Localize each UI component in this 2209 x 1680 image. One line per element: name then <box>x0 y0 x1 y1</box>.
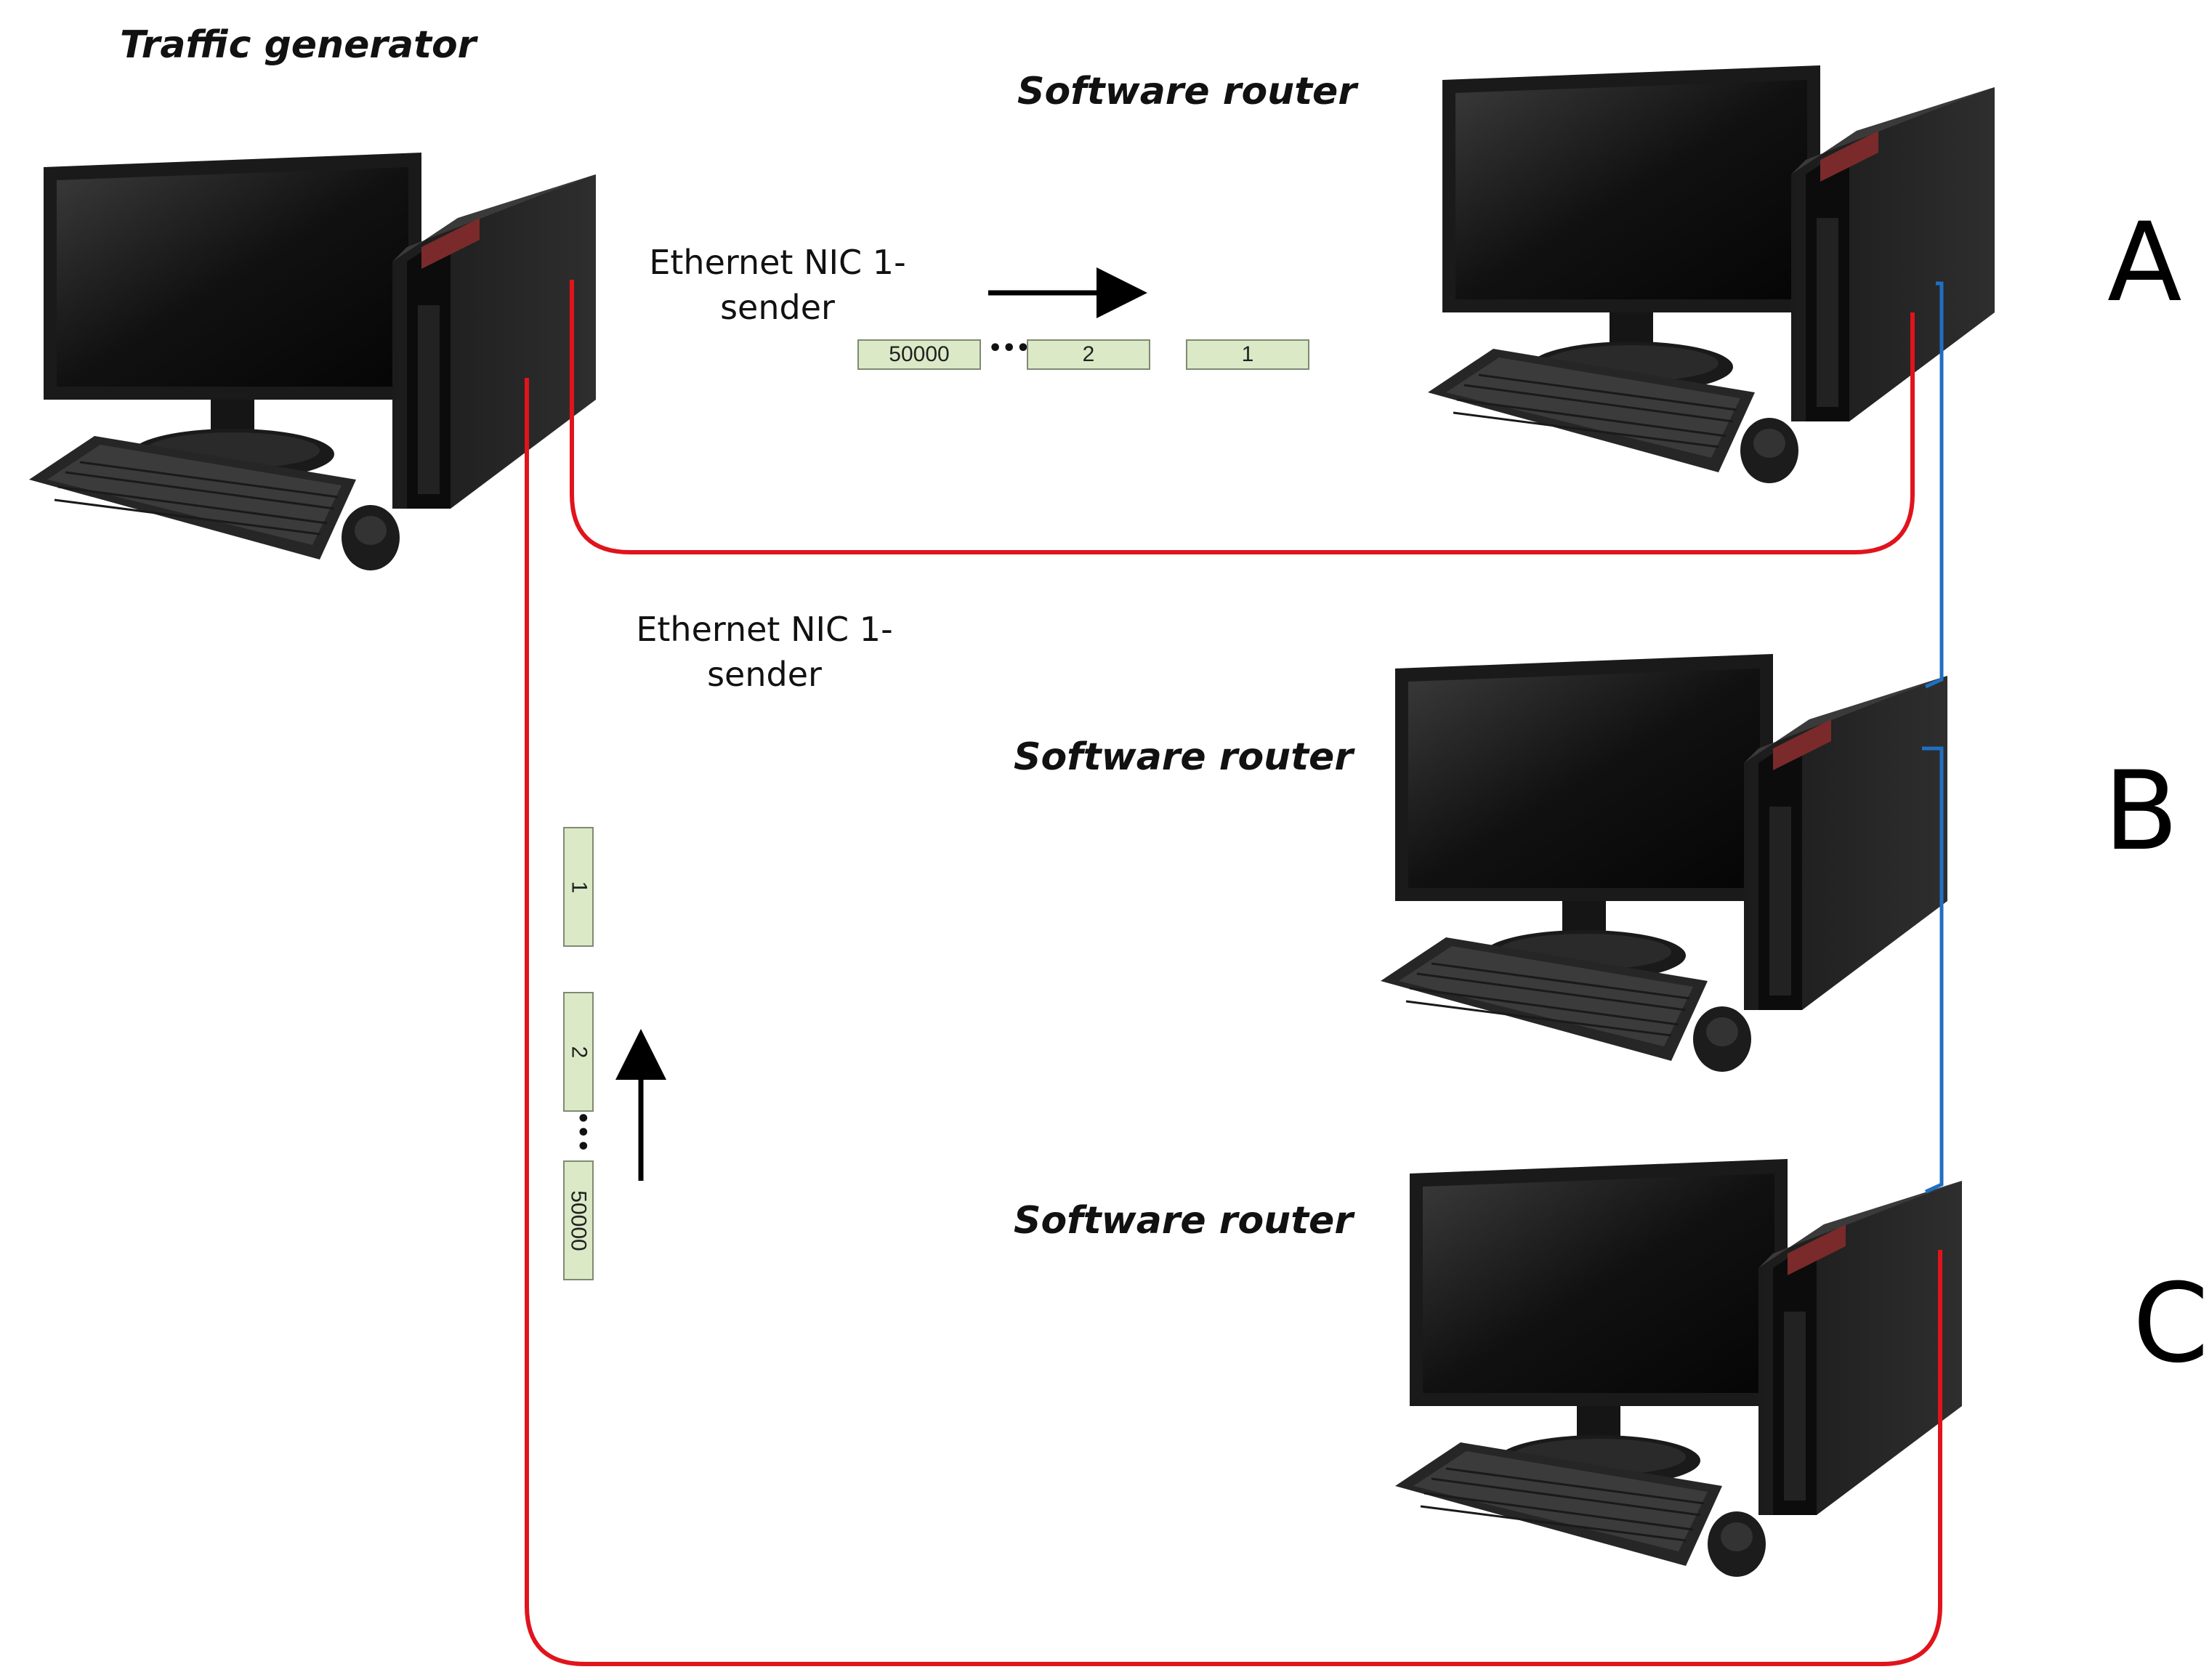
letter-b: B <box>2104 748 2178 875</box>
packet-horizontal: 1 <box>1186 339 1309 370</box>
router-a-label: Software router <box>1017 70 1357 113</box>
letter-a: A <box>2107 200 2182 326</box>
traffic-generator-label: Traffic generator <box>120 23 477 67</box>
nic-label-top: Ethernet NIC 1- sender <box>649 243 906 327</box>
link-blue-ab <box>1924 281 1944 689</box>
link-red-c <box>525 378 1942 1666</box>
packet-vertical: 50000 <box>563 1160 594 1280</box>
ellipsis-vertical: ••• <box>569 1110 595 1153</box>
link-blue-bc <box>1922 746 1944 1194</box>
packet-vertical: 2 <box>563 992 594 1112</box>
packet-horizontal: 2 <box>1027 339 1150 370</box>
router-b-label: Software router <box>1014 735 1353 779</box>
nic-label-left: Ethernet NIC 1- sender <box>636 610 893 694</box>
router-b-computer-icon <box>1379 653 1947 1073</box>
router-a-computer-icon <box>1426 64 1995 485</box>
router-c-computer-icon <box>1394 1158 1962 1578</box>
packet-horizontal: 50000 <box>857 339 981 370</box>
traffic-generator-computer-icon <box>28 151 596 572</box>
letter-c: C <box>2133 1261 2209 1387</box>
router-c-label: Software router <box>1014 1199 1353 1243</box>
link-red-a <box>570 280 1915 554</box>
packet-vertical: 1 <box>563 827 594 947</box>
ellipsis-horizontal: ••• <box>988 336 1030 361</box>
